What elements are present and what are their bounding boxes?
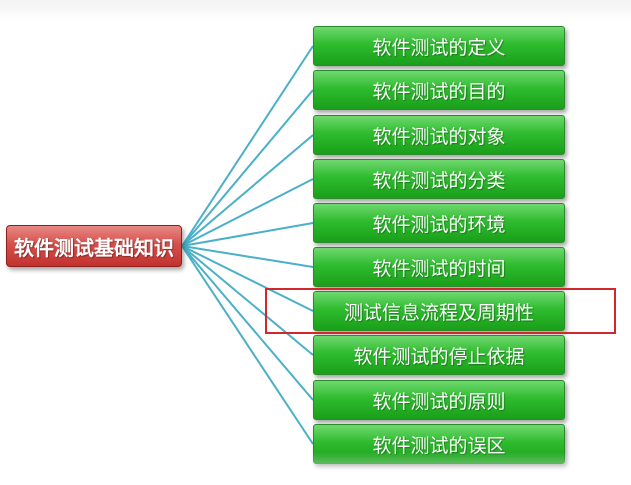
connector-line-4 — [181, 178, 314, 247]
connector-line-5 — [181, 222, 314, 247]
branch-node-stop-criteria: 软件测试的停止依据 — [313, 335, 565, 375]
branch-node-classification: 软件测试的分类 — [313, 159, 565, 199]
branch-node-environment: 软件测试的环境 — [313, 203, 565, 243]
connector-line-2 — [181, 89, 314, 247]
highlight-box — [265, 288, 616, 334]
branch-node-info-flow: 测试信息流程及周期性 — [313, 291, 565, 331]
branch-node-time: 软件测试的时间 — [313, 247, 565, 287]
connector-line-7 — [181, 245, 314, 312]
bottom-fade — [0, 452, 631, 485]
branch-node-definition: 软件测试的定义 — [313, 26, 565, 66]
connector-line-6 — [181, 245, 314, 268]
connector-line-3 — [181, 134, 314, 247]
connector-line-10 — [181, 245, 314, 445]
branch-node-principles: 软件测试的原则 — [313, 380, 565, 420]
connector-line-1 — [181, 45, 314, 247]
branch-node-purpose: 软件测试的目的 — [313, 70, 565, 110]
root-node: 软件测试基础知识 — [6, 225, 182, 267]
top-band — [0, 0, 631, 22]
branch-node-object: 软件测试的对象 — [313, 115, 565, 155]
connector-line-9 — [181, 245, 314, 401]
connector-line-8 — [181, 245, 314, 356]
